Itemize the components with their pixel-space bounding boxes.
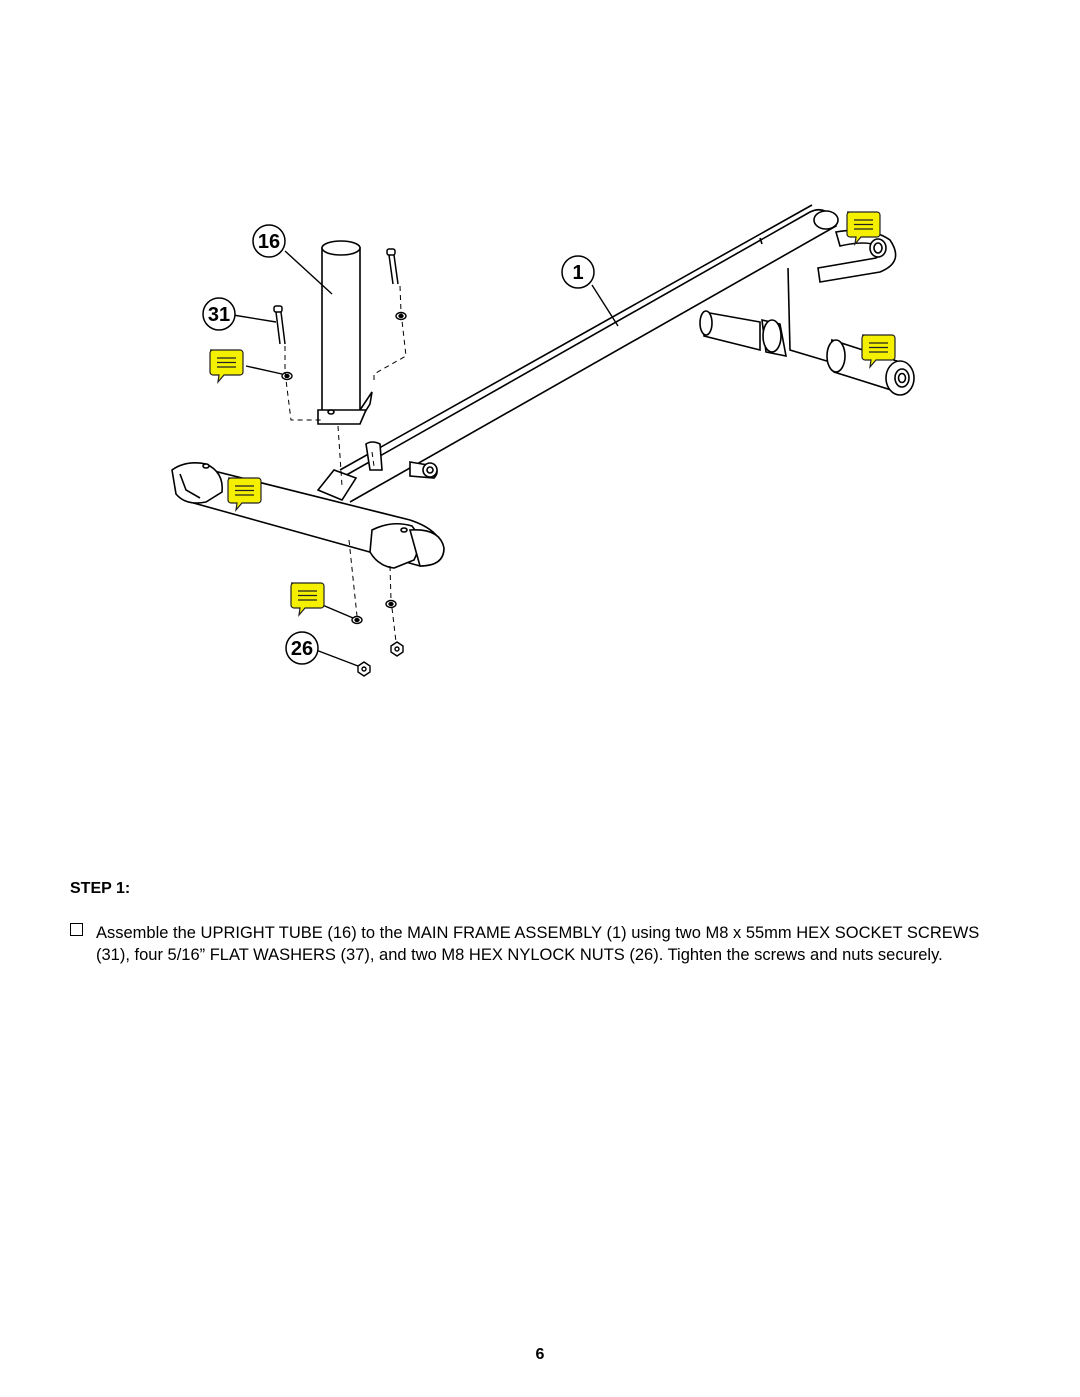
hex-screw-right bbox=[386, 248, 399, 285]
flat-washers bbox=[281, 311, 407, 625]
svg-text:26: 26 bbox=[291, 638, 313, 660]
checkbox-bullet-icon bbox=[70, 922, 96, 966]
callout-31: 31 bbox=[202, 297, 236, 331]
svg-text:1: 1 bbox=[572, 262, 583, 284]
nylock-nuts bbox=[357, 641, 404, 677]
rear-handle bbox=[817, 229, 897, 283]
assembly-diagram: 16 1 31 26 bbox=[171, 204, 915, 677]
page-number: 6 bbox=[535, 1346, 545, 1363]
comment-note-icon[interactable] bbox=[290, 582, 325, 616]
instruction-text: Assemble the UPRIGHT TUBE (16) to the MA… bbox=[96, 924, 980, 964]
callout-26: 26 bbox=[285, 631, 319, 665]
svg-text:16: 16 bbox=[258, 231, 280, 253]
main-frame-tube bbox=[319, 204, 839, 503]
step-heading: STEP 1: bbox=[70, 880, 131, 897]
hex-screw-left bbox=[273, 305, 286, 345]
callout-1: 1 bbox=[561, 255, 595, 289]
assembly-guide-lines bbox=[284, 285, 407, 643]
instruction-item: Assemble the UPRIGHT TUBE (16) to the MA… bbox=[70, 922, 1000, 966]
callout-16: 16 bbox=[252, 224, 286, 258]
upright-tube bbox=[317, 240, 373, 425]
comment-note-icon[interactable] bbox=[209, 349, 244, 383]
rear-cross-tube bbox=[699, 267, 915, 396]
svg-text:31: 31 bbox=[208, 304, 230, 326]
leader-lines bbox=[232, 250, 619, 667]
